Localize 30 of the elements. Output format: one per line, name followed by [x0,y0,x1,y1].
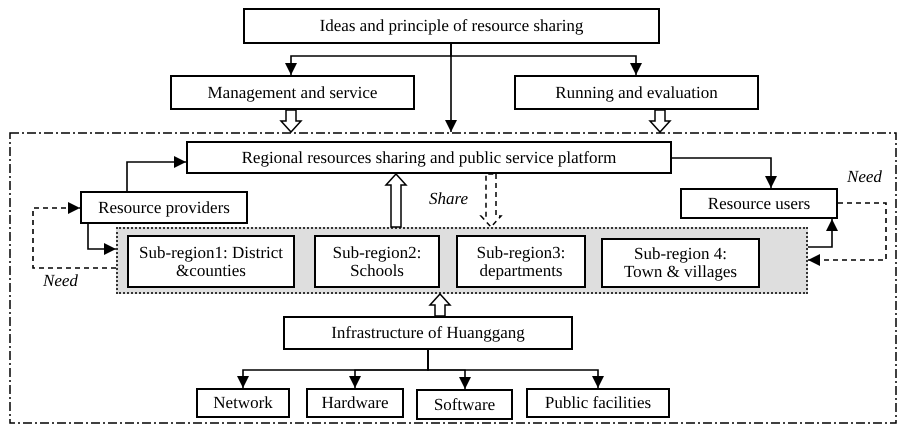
arrow [808,202,887,266]
hollow-arrow [279,109,303,134]
process-box: Software [416,389,513,420]
process-box: Public facilities [526,388,670,418]
process-box: Resource providers [80,191,248,224]
process-box: Network [196,388,290,418]
hollow-arrow [384,172,408,228]
process-box: Resource users [680,188,838,219]
process-box: Hardware [306,388,404,418]
group-band [116,227,808,294]
process-box: Sub-region 4: Town & villages [601,238,760,288]
arrow [32,202,116,269]
process-box: Sub-region1: District &counties [127,235,295,288]
arrow [808,219,838,248]
process-box: Running and evaluation [514,75,759,110]
process-box: Management and service [170,75,415,110]
process-box: Sub-region2: Schools [314,235,440,288]
arrow [445,44,457,132]
process-box: Ideas and principle of resource sharing [243,8,660,44]
arrow [126,156,186,191]
dash-dot-frame [9,132,897,424]
hollow-arrow [648,109,672,134]
process-box: Infrastructure of Huanggang [283,316,573,350]
arrow [672,157,777,188]
process-box: Regional resources sharing and public service platform [186,141,672,174]
hollow-arrow [428,292,452,317]
arrow [427,350,604,388]
process-box: Sub-region3: departments [456,235,586,288]
arrow [87,224,116,255]
hollow-arrow [479,173,503,228]
